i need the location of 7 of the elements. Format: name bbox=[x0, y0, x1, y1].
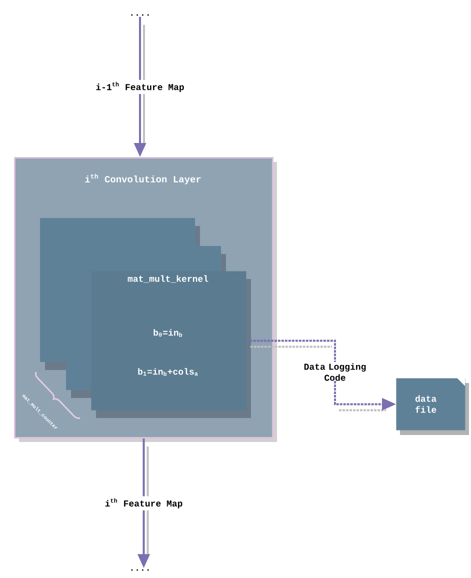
edge-label: i$^{th}$ Feature Map bbox=[102, 496, 185, 510]
edge-label: i-1$^{th}$ Feature Map bbox=[94, 80, 186, 94]
kernel-box: mat_mult_kernel b$_{0}$=in$_{b}$ b$_{1}$=in$_{b}$+cols$_{a}$ bbox=[91, 271, 251, 418]
file-box: data file bbox=[396, 378, 469, 435]
process-label: Data Logging Code bbox=[304, 363, 366, 381]
ellipsis-text: .... bbox=[131, 14, 149, 16]
ellipsis-text: .... bbox=[131, 569, 149, 571]
